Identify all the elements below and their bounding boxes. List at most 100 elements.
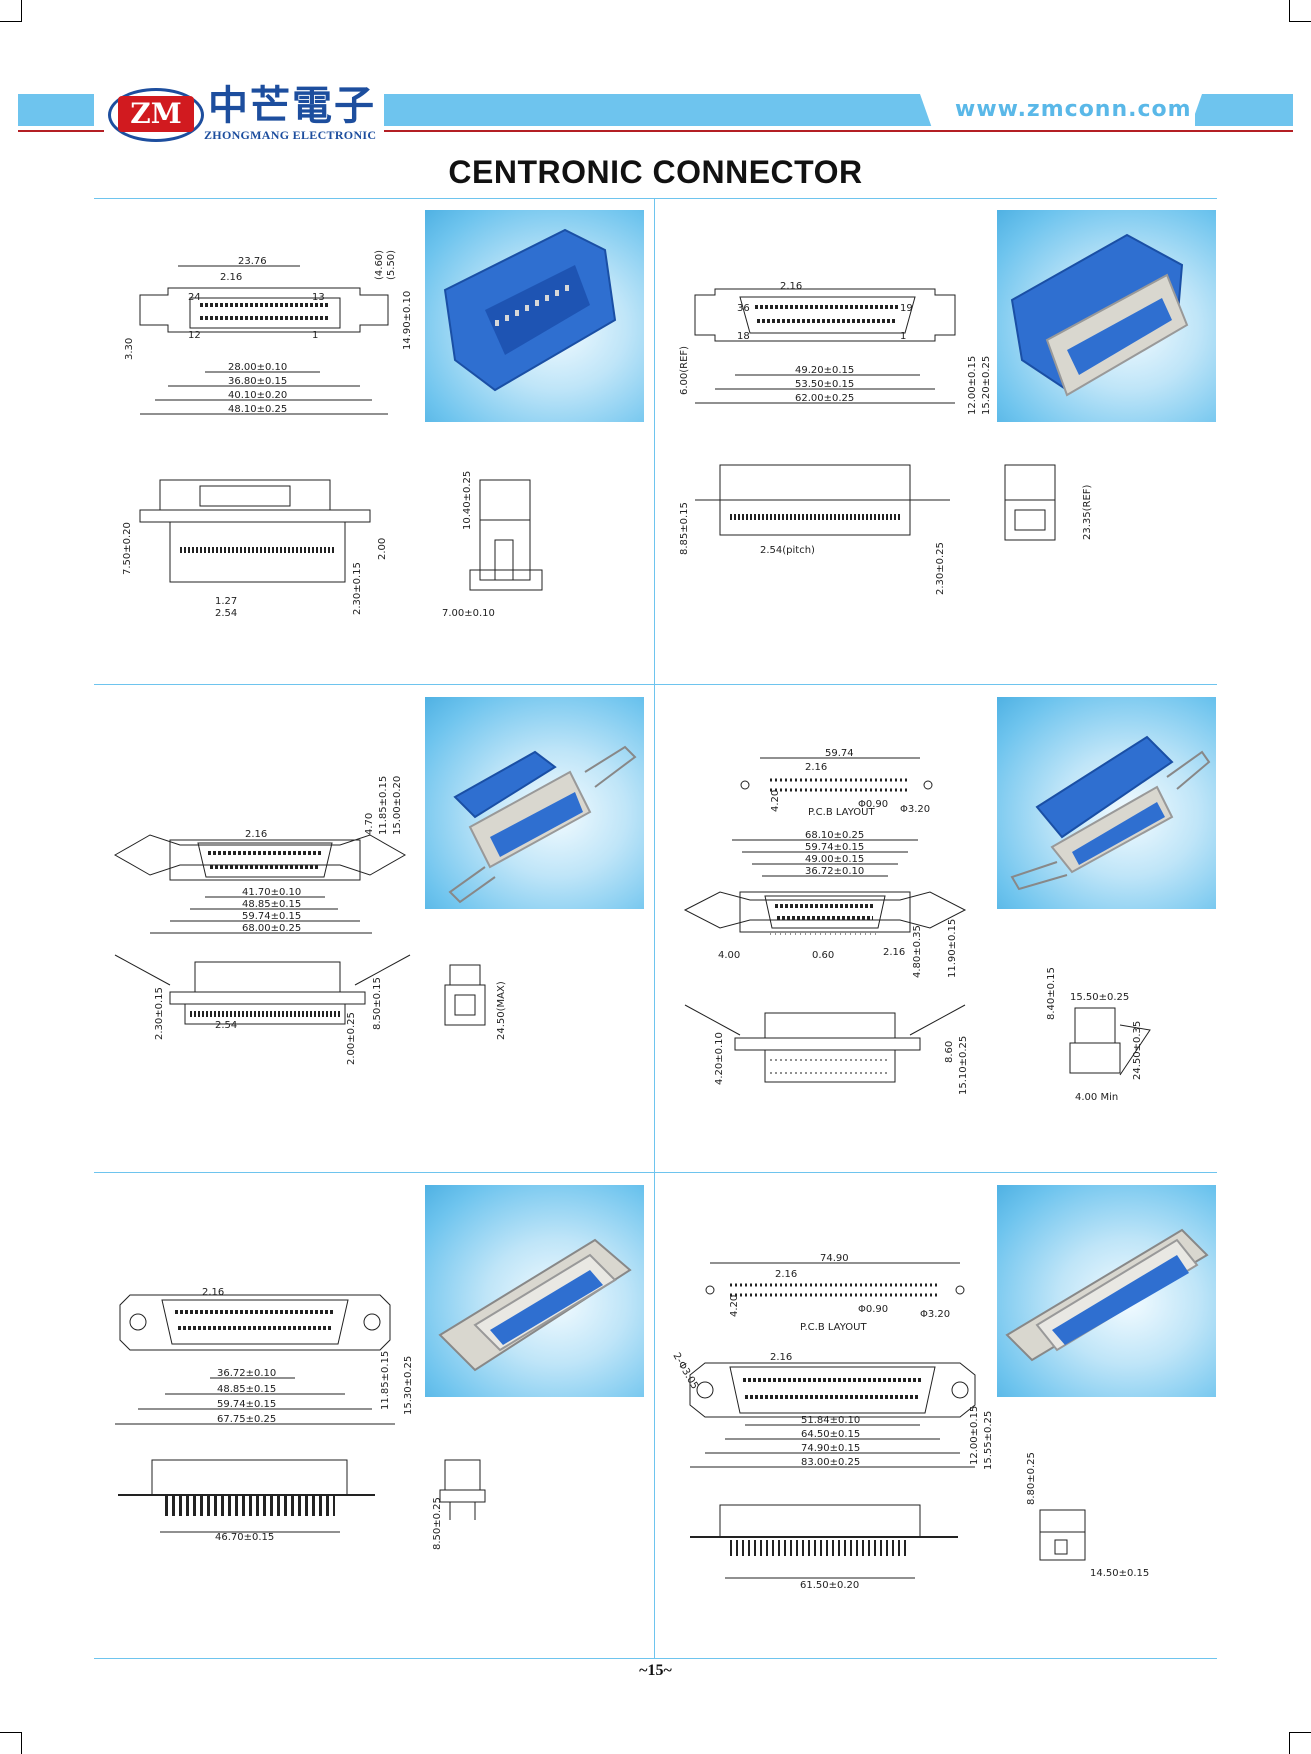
panel5-end-view: 8.50±0.25: [432, 1459, 486, 1550]
crop-mark-bottom-right: [1289, 1732, 1311, 1754]
dim-label: 59.74±0.15: [217, 1399, 276, 1410]
dim-label: 64.50±0.15: [801, 1429, 860, 1440]
dim-label: 2.16: [805, 762, 827, 773]
panel2-side-view: 8.85±0.15 2.54(pitch) 2.30±0.25: [679, 464, 950, 595]
dim-label: 2.00: [377, 538, 388, 560]
dim-label: 8.50±0.25: [432, 1497, 443, 1550]
url-box: [920, 94, 1202, 126]
company-logo: ZM 中芒電子 ZHONGMANG ELECTRONIC: [104, 82, 384, 146]
connector-image-1: [443, 228, 617, 392]
dim-label: 4.20: [770, 790, 781, 812]
pin-label: 13: [312, 292, 325, 303]
dim-label: 0.60: [812, 950, 834, 961]
grid-rule-row2: [94, 684, 1217, 685]
pin-label: 1: [312, 330, 318, 341]
dim-label: 28.00±0.10: [228, 362, 287, 373]
dim-label: 7.00±0.10: [442, 608, 495, 619]
dim-label: 15.20±0.25: [981, 356, 992, 415]
dim-label: 8.80±0.25: [1026, 1452, 1037, 1505]
crop-mark-top-right: [1289, 0, 1311, 22]
header-rule: [18, 130, 1293, 132]
dim-label: 24.50(MAX): [496, 981, 507, 1040]
dim-label: 15.10±0.25: [958, 1036, 969, 1095]
dim-label: 8.50±0.15: [372, 977, 383, 1030]
dim-label: 8.85±0.15: [679, 502, 690, 555]
dim-label: 2.54: [215, 1020, 237, 1031]
pin-label: 19: [900, 303, 913, 314]
dim-label: 23.35(REF): [1082, 484, 1093, 540]
dim-label: 74.90: [820, 1253, 849, 1264]
dim-label: 6.00(REF): [679, 346, 690, 395]
grid-rule-row3: [94, 1172, 1217, 1173]
connector-image-3: [448, 745, 637, 904]
pin-label: 1: [900, 331, 906, 342]
dim-label: 36.80±0.15: [228, 376, 287, 387]
dim-label: 2.16: [245, 829, 267, 840]
dim-label: 59.74±0.15: [805, 842, 864, 853]
dim-label: 4.20: [729, 1295, 740, 1317]
dim-label: (4.60): [374, 250, 385, 280]
panel1-end-view: 10.40±0.25 7.00±0.10: [442, 471, 543, 619]
dim-label: 11.85±0.15: [380, 1351, 391, 1410]
dim-label: Φ3.20: [900, 804, 930, 815]
panel4-pcb-layout: 59.74 2.16 4.20 Φ0.90 Φ3.20 P.C.B LAYOUT: [740, 748, 933, 818]
dim-label: Φ3.20: [920, 1309, 950, 1320]
panel5-side-view: 46.70±0.15: [118, 1459, 375, 1543]
dim-label: 23.76: [238, 256, 267, 267]
panel5-front-view: 2.16 11.85±0.15 15.30±0.25 36.72±0.10 48…: [115, 1287, 414, 1425]
dim-label: 40.10±0.20: [228, 390, 287, 401]
dim-label: 46.70±0.15: [215, 1532, 274, 1543]
dim-label: 14.50±0.15: [1090, 1568, 1149, 1579]
dim-label: 4.20±0.10: [714, 1032, 725, 1085]
dim-label: 49.00±0.15: [805, 854, 864, 865]
dim-label: 12.00±0.15: [967, 356, 978, 415]
dim-label: 15.50±0.25: [1070, 992, 1129, 1003]
dim-label: 12.00±0.15: [969, 1406, 980, 1465]
pin-label: 18: [737, 331, 750, 342]
dim-label: 62.00±0.25: [795, 393, 854, 404]
panel2-end-view: 23.35(REF): [1004, 464, 1093, 541]
panel6-front-view: 2-Φ3.05 2.16 12.00±0.15 15.55±0.25 51.84…: [670, 1351, 994, 1470]
dim-label: 2.00±0.25: [346, 1012, 357, 1065]
header-band-left: [18, 94, 94, 126]
dim-label: 2.54(pitch): [760, 545, 815, 556]
crop-mark-bottom-left: [0, 1732, 22, 1754]
product-photo-4: [997, 697, 1216, 909]
dim-label: 48.85±0.15: [217, 1384, 276, 1395]
dim-label: 36.72±0.10: [217, 1368, 276, 1379]
dim-label: 2.16: [220, 272, 242, 283]
dim-label: 2.54: [215, 608, 237, 619]
dim-label: 1.27: [215, 596, 237, 607]
logo-chinese-name: 中芒電子: [208, 82, 376, 129]
dim-label: (5.50): [386, 250, 397, 280]
pcb-layout-label: P.C.B LAYOUT: [800, 1322, 867, 1333]
panel1-front-view: 23.76 2.16 24 13 12 1 (4.60) (5.50) 14.9…: [124, 250, 413, 415]
product-photo-6: [997, 1185, 1216, 1397]
grid-rule-bottom: [94, 1658, 1217, 1659]
product-photo-3: [425, 697, 644, 909]
panel1-side-view: 8.85±0.15 7.50±0.20 2.00 2.30±0.15 1.27 …: [122, 479, 388, 619]
panel3-front-view: 2.16 4.70 11.85±0.15 15.00±0.20 41.70±0.…: [113, 776, 407, 934]
grid-rule-top: [94, 198, 1217, 199]
panel6-side-view: 61.50±0.20: [690, 1504, 958, 1591]
dim-label: 36.72±0.10: [805, 866, 864, 877]
dim-label: 2.16: [780, 281, 802, 292]
pin-label: 36: [737, 303, 750, 314]
panel4-front-view: 68.10±0.25 59.74±0.15 49.00±0.15 36.72±0…: [683, 830, 967, 978]
dim-label: 2.16: [770, 1352, 792, 1363]
dim-label: 74.90±0.15: [801, 1443, 860, 1454]
panel6-pcb-layout: 74.90 2.16 4.20 Φ0.90 Φ3.20 P.C.B LAYOUT: [705, 1253, 965, 1333]
connector-image-5: [438, 1238, 632, 1372]
dim-label: 4.00 Min: [1075, 1092, 1118, 1103]
dim-label: 51.84±0.10: [801, 1415, 860, 1426]
dim-label: 48.10±0.25: [228, 404, 287, 415]
dim-label: 61.50±0.20: [800, 1580, 859, 1591]
page-title: CENTRONIC CONNECTOR: [448, 154, 863, 190]
connector-image-4: [1010, 735, 1211, 891]
dim-label: 48.85±0.15: [242, 899, 301, 910]
product-photo-5: [425, 1185, 644, 1397]
dim-label: 3.30: [124, 338, 135, 360]
dim-label: 49.20±0.15: [795, 365, 854, 376]
connector-image-6: [1005, 1228, 1209, 1362]
dim-label: 53.50±0.15: [795, 379, 854, 390]
